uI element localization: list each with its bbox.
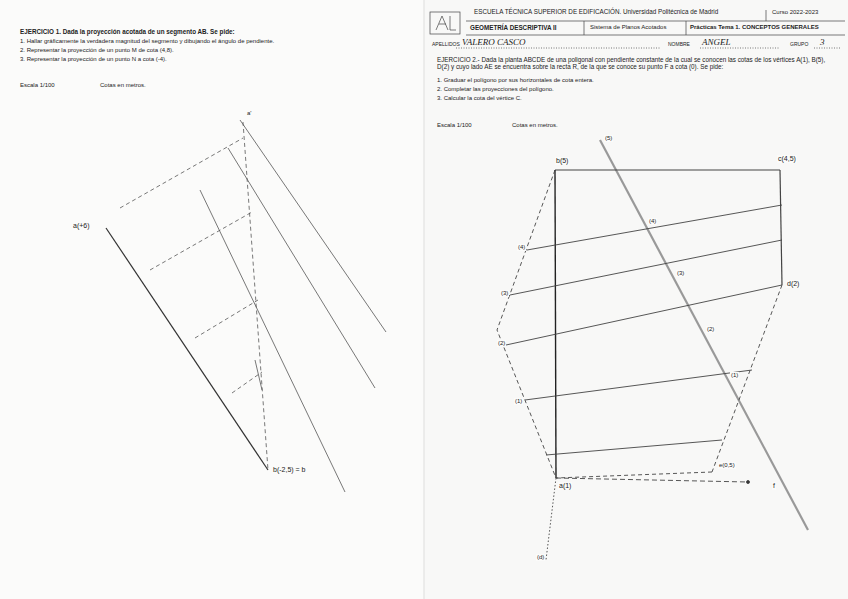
grade-number: (3) (676, 270, 685, 277)
grade-number: (1) (730, 372, 739, 379)
grade-number: (5) (604, 135, 613, 142)
scale-note: Escala 1/100 (20, 82, 55, 89)
scale-note: Escala 1/100 (437, 122, 472, 129)
grade-number: (4) (648, 218, 657, 225)
task-item: 1. Hallar gráficamente la verdadera magn… (20, 38, 274, 45)
field-label: APELLIDOS (432, 42, 460, 48)
units-note: Cotas en metros. (100, 82, 146, 89)
vertex-label: c(4,5) (777, 155, 797, 163)
task-item: 1. Graduar el polígono por sus horizonta… (437, 77, 594, 84)
point-label: a' (246, 110, 252, 117)
vertex-label: a(1) (558, 482, 572, 490)
vertex-label: d(2) (786, 280, 800, 288)
practice-title: Prácticas Tema 1. CONCEPTOS GENERALES (690, 24, 819, 31)
field-label: NOMBRE (668, 42, 690, 48)
grade-number: (1) (514, 398, 523, 405)
units-note: Cotas en metros. (512, 122, 558, 129)
grade-number: (3) (500, 290, 509, 297)
task-item: 2. Completar las proyecciones del polígo… (437, 86, 554, 93)
field-value: ANGEL (702, 37, 731, 47)
task-item: 3. Representar la proyección de un punto… (20, 56, 167, 63)
school-name: ESCUELA TÉCNICA SUPERIOR DE EDIFICACIÓN.… (474, 8, 718, 15)
point-label: a(+6) (72, 222, 91, 230)
field-value: 3 (820, 37, 825, 47)
vertex-label: b(5) (555, 157, 569, 165)
exercise-heading: EJERCICIO 1. Dada la proyección acotada … (20, 28, 235, 35)
field-label: GRUPO (790, 42, 808, 48)
vertex-label: e(0,5) (718, 462, 736, 469)
subject-name: GEOMETRÍA DESCRIPTIVA II (470, 24, 557, 31)
grade-number: (2) (706, 326, 715, 333)
vertex-label: f (772, 482, 776, 490)
course-year: Curso 2022-2023 (772, 9, 818, 16)
task-item: 2. Representar la proyección de un punto… (20, 47, 174, 54)
point-label: b(-2,5) = b (272, 466, 307, 474)
task-item: 3. Calcular la cota del vértice C. (437, 95, 522, 102)
grade-number: (4) (517, 244, 526, 251)
grade-number: (2) (497, 340, 506, 347)
topic-name: Sistema de Planos Acotados (590, 24, 666, 31)
field-value: VALERO CASCO (462, 37, 526, 47)
exercise-heading: EJERCICIO 2.- Dada la planta ABCDE de un… (437, 56, 837, 70)
point-label: (d) (536, 554, 545, 561)
